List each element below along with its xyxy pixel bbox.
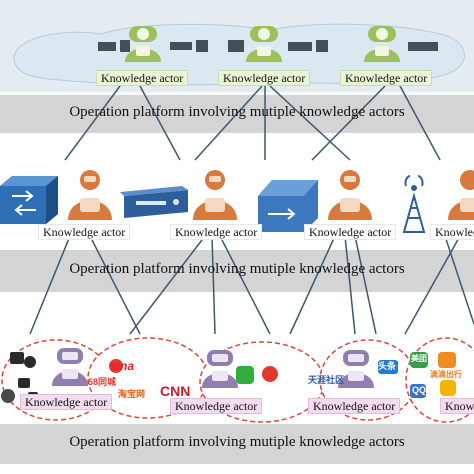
tianya-logo: 天涯社区 bbox=[308, 375, 345, 385]
toutiao-logo: 头条 bbox=[378, 361, 397, 371]
robot-actor-bottom-2 bbox=[202, 350, 238, 388]
logo-58: 58同城 bbox=[88, 377, 117, 387]
platform-band-middle bbox=[0, 250, 474, 292]
actor-label-middle-3: Knowledge actor bbox=[304, 224, 397, 240]
robot-actor-top-3 bbox=[364, 26, 400, 62]
robot-actor-middle-2 bbox=[193, 170, 237, 220]
actor-label-bottom-3: Knowledge actor bbox=[308, 398, 401, 414]
robot-actor-middle-4 bbox=[448, 170, 474, 220]
platform-label-bottom: Operation platform involving mutiple kno… bbox=[69, 434, 405, 450]
platform-label-top: Operation platform involving mutiple kno… bbox=[69, 104, 405, 120]
app-icons bbox=[109, 352, 456, 398]
actor-label-top-1: Knowledge actor bbox=[96, 70, 189, 86]
cnn-logo: CNN bbox=[160, 383, 191, 399]
platform-band-bottom bbox=[0, 424, 474, 464]
actor-label-bottom-1: Knowledge actor bbox=[20, 394, 113, 410]
actor-label-bottom-2: Knowledge actor bbox=[170, 398, 263, 414]
meituan-logo: 美团 bbox=[411, 354, 427, 363]
connector-lines bbox=[29, 85, 474, 335]
robot-actor-bottom-3 bbox=[338, 350, 374, 388]
didi-logo: 滴滴出行 bbox=[430, 370, 462, 379]
robot-actor-top-1 bbox=[125, 26, 161, 62]
gateway-switch-icon bbox=[258, 180, 318, 232]
robot-actor-middle-1 bbox=[68, 170, 112, 220]
actor-label-middle-2: Knowledge actor bbox=[170, 224, 263, 240]
actor-label-bottom-4: Knowledge actor bbox=[440, 398, 474, 414]
taobao-logo: 淘宝网 bbox=[118, 389, 146, 399]
sina-logo: sina bbox=[110, 359, 135, 373]
radio-tower-icon bbox=[402, 175, 426, 233]
router-box-icon bbox=[120, 186, 188, 218]
robot-actor-middle-3 bbox=[328, 170, 372, 220]
actor-label-middle-1: Knowledge actor bbox=[38, 224, 131, 240]
robot-actor-bottom-1 bbox=[52, 348, 88, 386]
platform-label-middle: Operation platform involving mutiple kno… bbox=[69, 261, 405, 277]
robot-actor-top-2 bbox=[246, 26, 282, 62]
qq-logo: QQ bbox=[412, 385, 427, 395]
actor-label-top-3: Knowledge actor bbox=[340, 70, 433, 86]
actor-label-top-2: Knowledge actor bbox=[218, 70, 311, 86]
network-switch-icon bbox=[0, 176, 58, 224]
actor-label-middle-4: Knowledge actor bbox=[430, 224, 474, 240]
cloud-blurred-text bbox=[98, 40, 438, 52]
